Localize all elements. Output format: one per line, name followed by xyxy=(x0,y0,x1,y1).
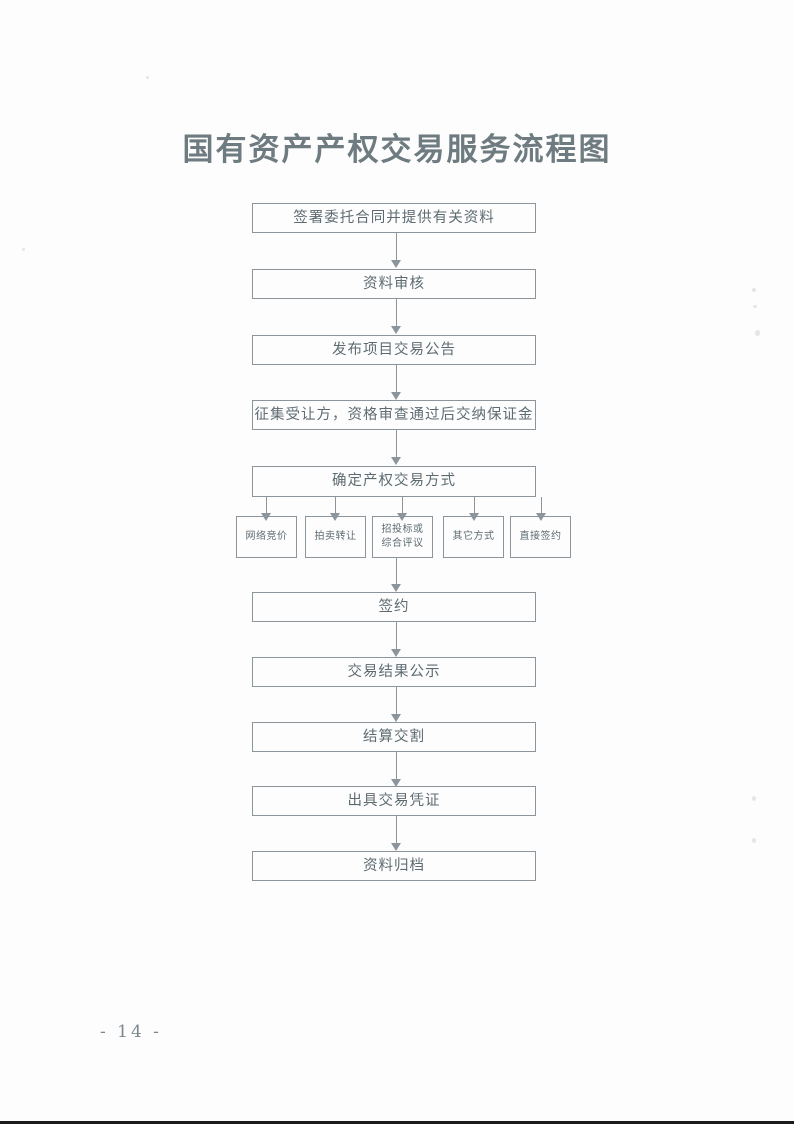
flow-node-label: 结算交割 xyxy=(363,728,425,745)
connector-step1-step2 xyxy=(395,233,397,264)
arrow-head-branch4 xyxy=(469,513,479,521)
flow-node-branch1: 网络竞价 xyxy=(236,516,297,558)
flow-node-step4: 征集受让方，资格审查通过后交纳保证金 xyxy=(252,400,536,430)
arrow-head-branch1 xyxy=(261,513,271,521)
scan-speck xyxy=(752,288,756,292)
flow-node-label: 直接签约 xyxy=(519,530,562,542)
flow-node-label: 出具交易凭证 xyxy=(347,792,441,809)
scan-edge xyxy=(0,1121,794,1124)
flow-node-branch5: 直接签约 xyxy=(510,516,571,558)
connector-branches-step6 xyxy=(395,558,397,588)
flow-node-label: 征集受让方，资格审查通过后交纳保证金 xyxy=(254,406,534,423)
flow-node-label-line1: 招投标或 xyxy=(381,523,424,535)
connector-step6-step7 xyxy=(395,622,397,654)
arrow-head-step9 xyxy=(391,779,401,787)
scan-speck xyxy=(753,305,757,308)
flow-node-label: 资料归档 xyxy=(363,857,425,874)
flow-node-step3: 发布项目交易公告 xyxy=(252,335,536,365)
scan-speck xyxy=(752,838,756,843)
flow-node-step2: 资料审核 xyxy=(252,269,536,299)
connector-step4-step5 xyxy=(395,430,397,462)
connector-step2-step3 xyxy=(395,299,397,331)
connector-step7-step8 xyxy=(395,687,397,719)
flow-node-branch3: 招投标或 综合评议 xyxy=(372,516,433,558)
flow-node-step9: 出具交易凭证 xyxy=(252,786,536,816)
arrow-head-branch2 xyxy=(330,513,340,521)
flow-node-step7: 交易结果公示 xyxy=(252,657,536,687)
arrow-head-step6 xyxy=(391,584,401,592)
connector-step5-branch4 xyxy=(473,497,475,517)
flow-node-label-multiline: 招投标或 综合评议 xyxy=(382,523,424,552)
flow-node-step1: 签署委托合同并提供有关资料 xyxy=(252,203,536,233)
connector-step5-branch3 xyxy=(401,497,403,517)
flow-node-branch2: 拍卖转让 xyxy=(305,516,366,558)
flow-node-step6: 签约 xyxy=(252,592,536,622)
flow-node-label: 资料审核 xyxy=(363,275,425,292)
flow-node-label: 发布项目交易公告 xyxy=(332,341,456,358)
arrow-head-step7 xyxy=(391,649,401,657)
arrow-head-branch3 xyxy=(397,513,407,521)
scan-speck xyxy=(146,76,149,79)
flow-node-label: 网络竞价 xyxy=(245,530,288,542)
flow-node-branch4: 其它方式 xyxy=(443,516,504,558)
flow-node-label: 确定产权交易方式 xyxy=(332,473,456,490)
connector-step9-step10 xyxy=(395,816,397,848)
page-title: 国有资产产权交易服务流程图 xyxy=(182,132,612,168)
arrow-head-step8 xyxy=(391,714,401,722)
arrow-head-step4 xyxy=(391,392,401,400)
flow-node-label: 其它方式 xyxy=(452,530,495,542)
scan-speck xyxy=(22,248,25,251)
scan-speck xyxy=(755,330,760,336)
flow-node-label-line2: 综合评议 xyxy=(381,538,424,549)
arrow-head-branch5 xyxy=(536,513,546,521)
connector-step5-branch5 xyxy=(540,497,542,517)
flow-node-label: 签署委托合同并提供有关资料 xyxy=(293,209,495,226)
flow-node-label: 拍卖转让 xyxy=(314,530,357,542)
connector-step3-step4 xyxy=(395,365,397,396)
flow-node-step5: 确定产权交易方式 xyxy=(252,466,536,497)
flow-node-step8: 结算交割 xyxy=(252,722,536,752)
arrow-head-step2 xyxy=(391,260,401,268)
flow-node-label: 交易结果公示 xyxy=(347,663,441,680)
arrow-head-step5 xyxy=(391,457,401,465)
flow-node-label: 签约 xyxy=(378,598,410,615)
arrow-head-step3 xyxy=(391,326,401,334)
arrow-head-step10 xyxy=(391,843,401,851)
connector-step5-branch2 xyxy=(334,497,336,517)
connector-step5-branch1 xyxy=(265,497,267,517)
scan-speck xyxy=(752,796,756,801)
flow-node-step10: 资料归档 xyxy=(252,851,536,881)
page-number: - 14 - xyxy=(100,1022,162,1042)
connector-step8-step9 xyxy=(395,752,397,784)
